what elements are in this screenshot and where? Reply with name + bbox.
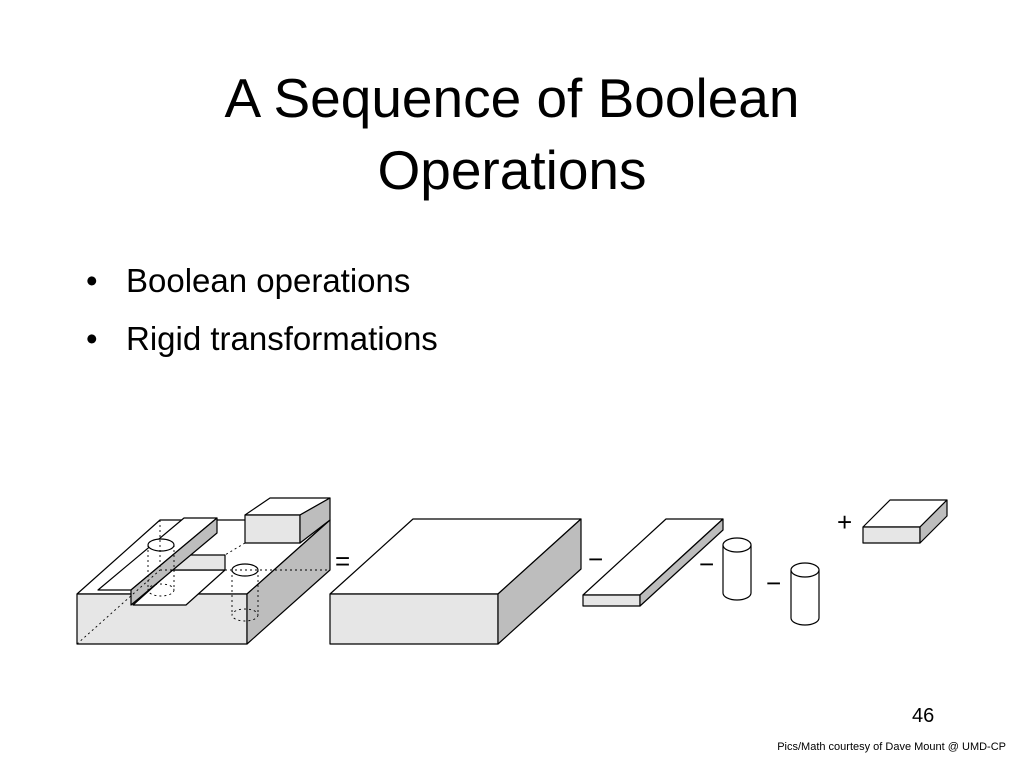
plus-operator: + xyxy=(837,507,852,537)
slide-title: A Sequence of Boolean Operations xyxy=(0,62,1024,206)
cylinder-2 xyxy=(790,562,820,626)
base-block-front xyxy=(329,593,499,645)
minus-operator-2: − xyxy=(699,549,714,579)
cylinder-2-top xyxy=(790,562,820,578)
page-number: 46 xyxy=(912,705,935,727)
cylinder-1-body xyxy=(722,544,752,601)
minus-operator-1: − xyxy=(588,544,603,574)
result-hidden-lines xyxy=(76,520,330,645)
result-base-side xyxy=(246,519,331,645)
cylinder-1 xyxy=(722,537,752,601)
bullet-item: Boolean operations xyxy=(86,252,438,310)
title-line-2: Operations xyxy=(377,139,647,201)
equals-operator: = xyxy=(335,546,350,576)
bullet-list: Boolean operations Rigid transformations xyxy=(86,252,438,368)
result-hole-1 xyxy=(147,538,175,552)
title-line-1: A Sequence of Boolean xyxy=(224,67,800,129)
small-block xyxy=(862,499,948,544)
cylinder-2-body xyxy=(790,569,820,626)
slot-slab xyxy=(582,518,724,607)
slot-slab-front xyxy=(582,594,641,607)
base-block-side xyxy=(497,518,582,645)
small-block-side xyxy=(919,499,948,544)
bullet-item: Rigid transformations xyxy=(86,310,438,368)
result-raised-front xyxy=(244,514,301,544)
result-raised-side xyxy=(299,497,331,544)
image-credit: Pics/Math courtesy of Dave Mount @ UMD-C… xyxy=(777,741,1006,753)
minus-operator-3: − xyxy=(766,568,781,598)
cylinder-1-top xyxy=(722,537,752,553)
small-block-front xyxy=(862,526,921,544)
base-block xyxy=(329,518,582,645)
slot-slab-side xyxy=(639,518,724,607)
result-solid xyxy=(76,497,331,645)
